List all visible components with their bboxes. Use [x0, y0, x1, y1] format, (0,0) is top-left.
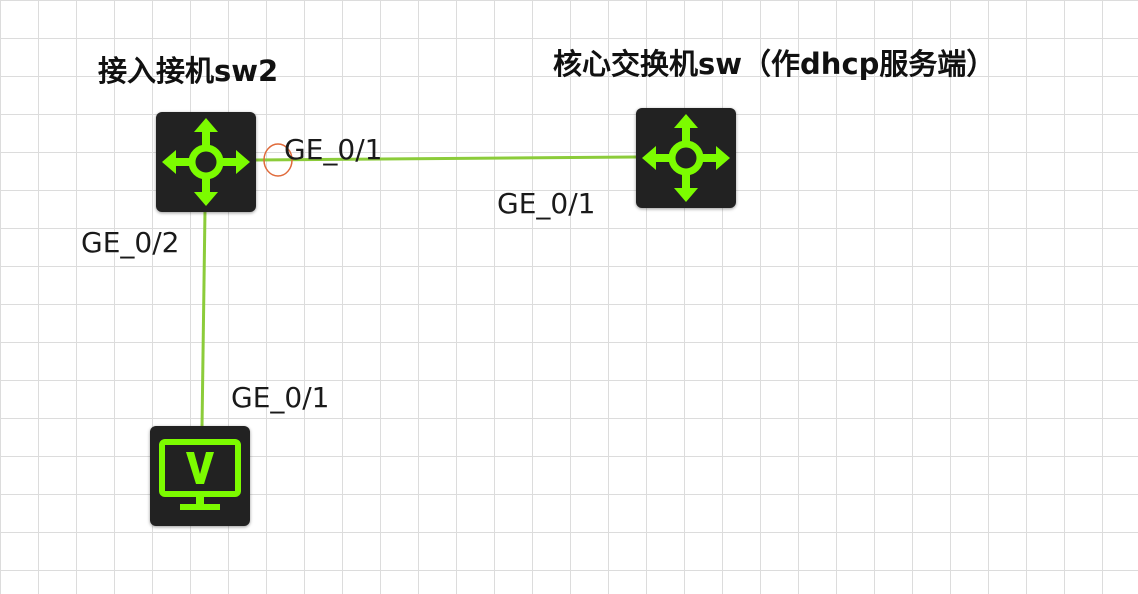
- port-label-core-ge01: GE_0/1: [497, 187, 596, 220]
- port-selection-marker: [263, 143, 293, 177]
- link-access-to-core[interactable]: [254, 155, 639, 162]
- monitor-v-icon: [159, 439, 241, 510]
- port-label-access-ge02: GE_0/2: [81, 226, 180, 259]
- router-arrows-icon: [642, 114, 730, 202]
- port-label-access-ge01: GE_0/1: [284, 133, 383, 166]
- router-arrows-icon: [162, 118, 250, 206]
- link-access-to-vpc[interactable]: [200, 209, 207, 429]
- access-switch-label: 接入接机sw2: [98, 54, 279, 88]
- port-label-vpc-ge01: GE_0/1: [231, 381, 330, 414]
- core-switch-device[interactable]: [636, 108, 736, 208]
- core-switch-label: 核心交换机sw（作dhcp服务端）: [553, 47, 996, 81]
- access-switch-device[interactable]: [156, 112, 256, 212]
- vpc-device[interactable]: [150, 426, 250, 526]
